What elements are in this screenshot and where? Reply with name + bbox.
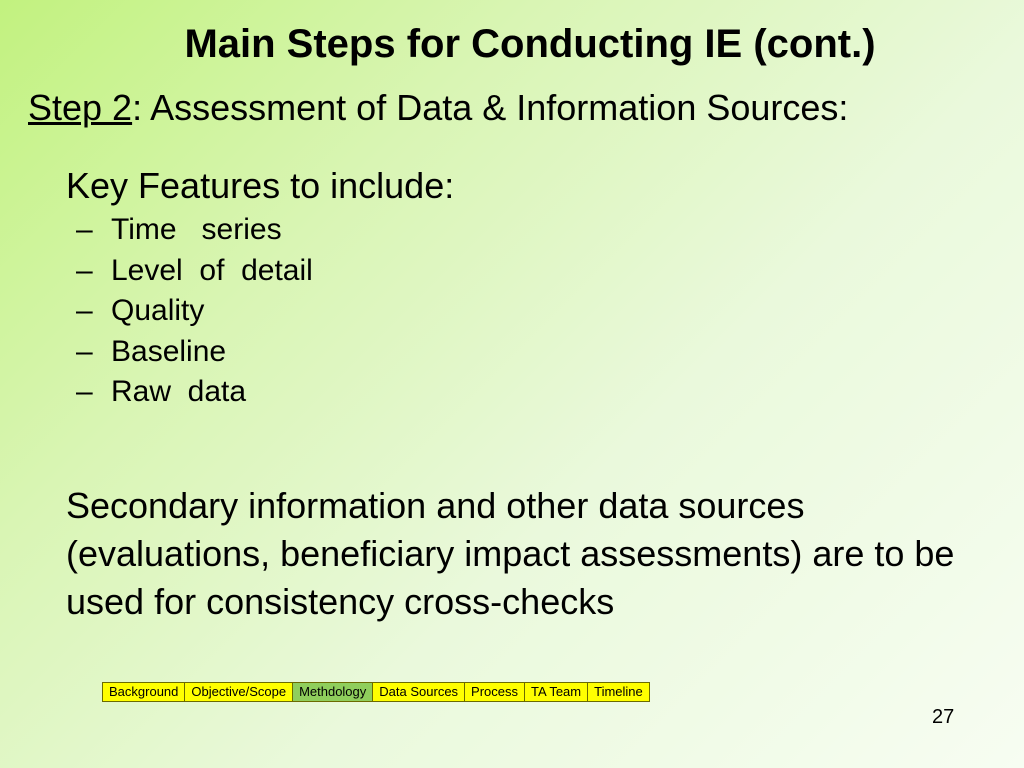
- step-heading: Step 2: Assessment of Data & Information…: [28, 84, 848, 132]
- nav-item-background[interactable]: Background: [103, 683, 186, 701]
- dash-bullet: –: [76, 213, 93, 246]
- feature-item-level-of-detail: –Level of detail: [76, 251, 313, 292]
- key-features-heading: Key Features to include:: [66, 165, 455, 206]
- nav-item-data-sources[interactable]: Data Sources: [373, 683, 466, 701]
- step-description: : Assessment of Data & Information Sourc…: [132, 87, 849, 128]
- nav-item-methodology[interactable]: Methdology: [293, 683, 374, 701]
- feature-text: Raw data: [111, 375, 247, 408]
- nav-item-objective-scope[interactable]: Objective/Scope: [185, 683, 294, 701]
- nav-item-process[interactable]: Process: [465, 683, 526, 701]
- feature-text: Level of detail: [111, 253, 313, 287]
- slide-title: Main Steps for Conducting IE (cont.): [184, 22, 876, 66]
- secondary-info-paragraph: Secondary information and other data sou…: [66, 485, 955, 622]
- section-nav-bar: Background Objective/Scope Methdology Da…: [102, 682, 650, 702]
- dash-bullet: –: [76, 294, 93, 327]
- dash-bullet: –: [76, 253, 93, 287]
- dash-bullet: –: [76, 334, 93, 368]
- feature-item-quality: –Quality: [76, 291, 313, 332]
- dash-bullet: –: [76, 375, 93, 408]
- feature-text: Baseline: [111, 334, 227, 368]
- nav-item-ta-team[interactable]: TA Team: [525, 683, 589, 701]
- feature-item-raw-data: –Raw data: [76, 372, 313, 413]
- nav-item-timeline[interactable]: Timeline: [594, 684, 643, 699]
- feature-text: Time series: [111, 213, 282, 246]
- page-number: 27: [932, 706, 955, 728]
- step-label: Step 2: [28, 87, 133, 128]
- feature-item-baseline: –Baseline: [76, 332, 313, 373]
- feature-item-time-series: –Time series: [76, 210, 313, 251]
- feature-list: –Time series –Level of detail –Quality –…: [76, 210, 313, 413]
- feature-text: Quality: [111, 294, 205, 327]
